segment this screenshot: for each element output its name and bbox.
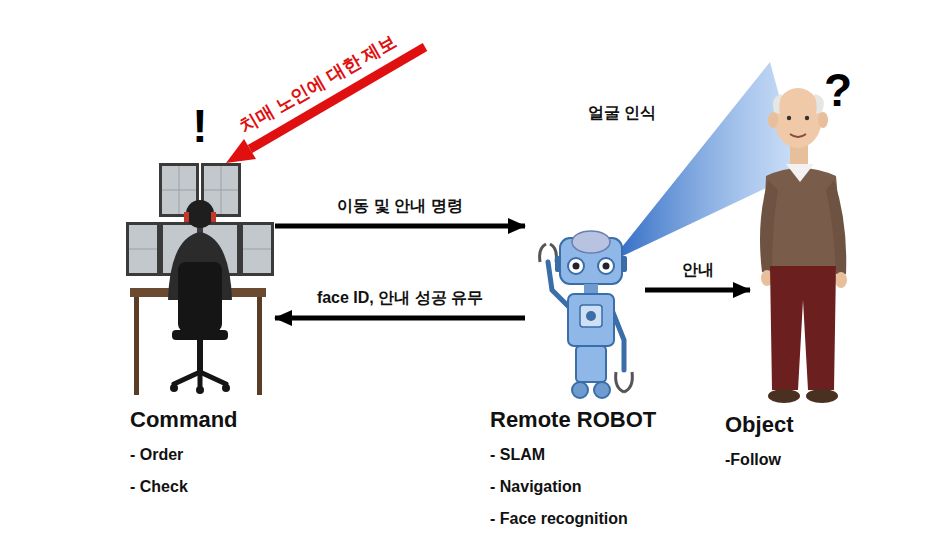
scan-label: 얼굴 인식: [588, 103, 656, 123]
arrow-connector: [645, 288, 750, 293]
operator-figure: [126, 163, 274, 395]
node-item: - Navigation: [490, 477, 656, 497]
node-item: - Face recognition: [490, 509, 656, 529]
edge-label: 이동 및 안내 명령: [334, 196, 465, 216]
figure-node: Command- Order- Check: [125, 155, 275, 395]
elderly-figure: [760, 88, 847, 403]
figure-node: Remote ROBOT- SLAM- Navigation- Face rec…: [525, 228, 645, 400]
arrow-connector: [275, 316, 525, 321]
node-title: Command: [130, 407, 238, 433]
node-title: Object: [725, 412, 793, 438]
edge-label: 안내: [679, 260, 717, 280]
robot-figure: [540, 231, 633, 398]
node-caption: Remote ROBOT - SLAM - Navigation - Face rec…: [490, 407, 656, 529]
report-arrow: [226, 47, 425, 163]
report-label: 치매 노인에 대한 제보: [236, 30, 400, 138]
node-caption: Object -Follow: [725, 412, 793, 470]
node-caption: Command - Order - Check: [130, 407, 238, 497]
node-item: - SLAM: [490, 445, 656, 465]
figure-node: Object-Follow: [750, 65, 860, 410]
node-item: -Follow: [725, 450, 793, 470]
node-item: - Order: [130, 445, 238, 465]
edge-label: face ID, 안내 성공 유무: [314, 288, 486, 308]
question-symbol: ?: [824, 65, 852, 115]
arrow-connector: [275, 224, 525, 229]
node-title: Remote ROBOT: [490, 407, 656, 433]
node-item: - Check: [130, 477, 238, 497]
alert-symbol: !: [192, 101, 207, 151]
